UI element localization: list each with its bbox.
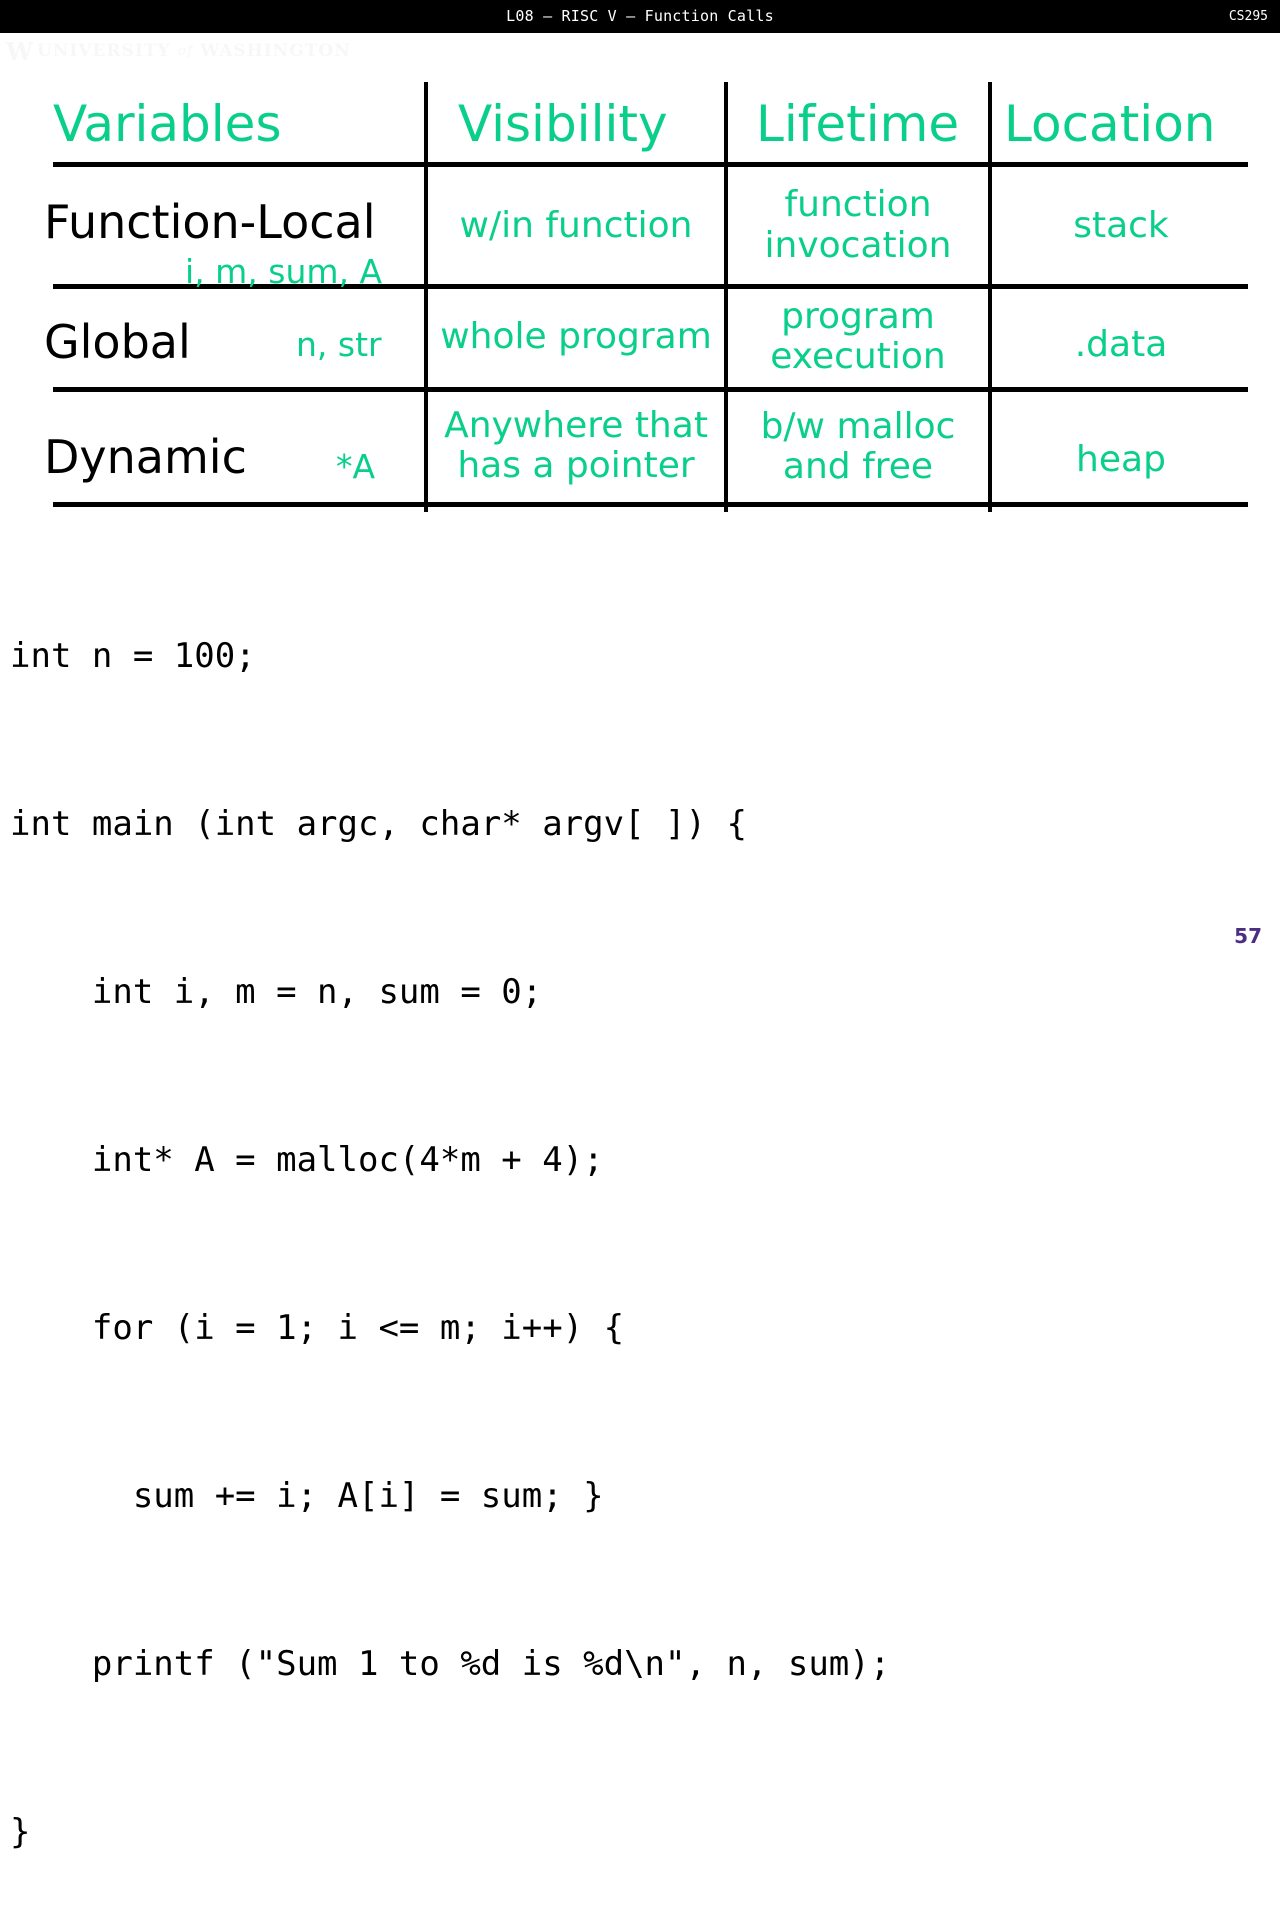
cell-visibility-function-local: w/in function <box>459 204 693 246</box>
row-vars-global: n, str <box>296 325 382 364</box>
watermark-washington: WASHINGTON <box>200 41 351 61</box>
code-line-2: int main (int argc, char* argv[ ]) { <box>10 804 747 844</box>
code-line-1: int n = 100; <box>10 636 256 676</box>
code-line-4: int* A = malloc(4*m + 4); <box>10 1140 604 1180</box>
code-line-8: } <box>10 1812 31 1852</box>
row-label-function-local: Function-Local <box>44 195 376 249</box>
row-rule-1 <box>53 284 1248 289</box>
cell-visibility-dynamic: Anywhere that has a pointer <box>430 390 722 502</box>
watermark-of: of <box>177 43 194 59</box>
column-header-lifetime: Lifetime <box>756 95 960 153</box>
uw-logo-watermark: W UNIVERSITY of WASHINGTON <box>6 36 351 66</box>
col-divider-2-body <box>724 167 728 512</box>
cell-lifetime-global-line1: program <box>781 295 935 337</box>
col-divider-2-head <box>724 82 728 167</box>
code-line-5: for (i = 1; i <= m; i++) { <box>10 1308 625 1348</box>
column-header-visibility: Visibility <box>458 95 668 153</box>
row-rule-2 <box>53 387 1248 392</box>
slide-number: 57 <box>1234 924 1262 948</box>
cell-lifetime-global-line2: execution <box>770 336 946 377</box>
cell-lifetime-function-local-line1: function <box>784 184 932 226</box>
course-code: CS295 <box>1228 9 1268 24</box>
col-divider-3-body <box>988 167 992 512</box>
cell-lifetime-dynamic-line1: b/w malloc <box>760 405 956 447</box>
lecture-title: L08 – RISC V – Function Calls <box>506 7 774 25</box>
watermark-university: UNIVERSITY <box>36 41 171 61</box>
column-header-variables: Variables <box>53 95 282 153</box>
variables-table: Variables Visibility Lifetime Location F… <box>0 72 1280 512</box>
cell-visibility-dynamic-line1: Anywhere that <box>444 404 708 446</box>
cell-lifetime-function-local: function invocation <box>730 167 986 284</box>
code-listing: int n = 100; int main (int argc, char* a… <box>10 516 1270 1916</box>
code-line-6: sum += i; A[i] = sum; } <box>10 1476 604 1516</box>
code-line-7: printf ("Sum 1 to %d is %d\n", n, sum); <box>10 1644 891 1684</box>
cell-visibility-dynamic-line2: has a pointer <box>457 445 695 486</box>
cell-lifetime-dynamic: b/w malloc and free <box>730 392 986 502</box>
slide-header-bar: L08 – RISC V – Function Calls CS295 <box>0 0 1280 33</box>
cell-location-global: .data <box>1074 324 1168 366</box>
row-label-global: Global <box>44 315 191 369</box>
cell-visibility-global: whole program <box>440 316 712 358</box>
col-divider-3-head <box>988 82 992 167</box>
code-line-3: int i, m = n, sum = 0; <box>10 972 543 1012</box>
row-vars-function-local: i, m, sum, A <box>185 252 383 291</box>
row-vars-dynamic: *A <box>336 447 376 486</box>
row-rule-header <box>53 162 1248 167</box>
col-divider-1-body <box>424 167 428 512</box>
cell-lifetime-function-local-line2: invocation <box>764 224 952 266</box>
cell-lifetime-global: program execution <box>730 285 986 389</box>
uw-w-icon: W <box>6 36 33 66</box>
column-header-location: Location <box>1004 95 1216 153</box>
cell-location-dynamic: heap <box>1076 439 1166 481</box>
row-label-dynamic: Dynamic <box>44 430 247 484</box>
cell-location-function-local: stack <box>1073 204 1169 246</box>
row-rule-3 <box>53 502 1248 507</box>
col-divider-1-head <box>424 82 428 167</box>
cell-lifetime-dynamic-line2: and free <box>782 446 934 487</box>
